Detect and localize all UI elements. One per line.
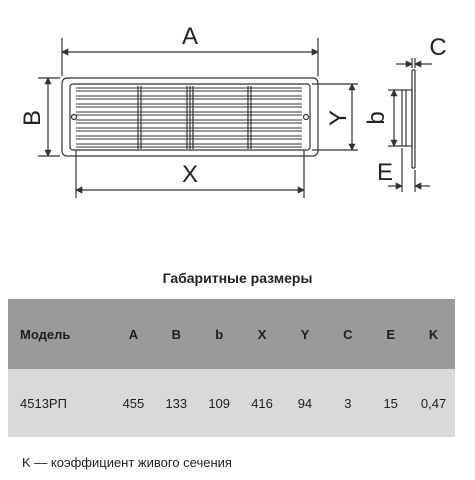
grille-outer-frame bbox=[61, 77, 319, 157]
cell-a: 455 bbox=[122, 395, 145, 411]
table-header-row: Модель A B b X Y C E K bbox=[8, 299, 455, 369]
cell-b-upper: 133 bbox=[165, 395, 188, 411]
cell-k: 0,47 bbox=[420, 395, 447, 411]
label-x: X bbox=[182, 161, 198, 188]
table-row: 4513РП 455 133 109 416 94 3 15 0,47 bbox=[8, 369, 455, 437]
screw-hole-left bbox=[70, 113, 78, 121]
label-c: C bbox=[429, 34, 446, 61]
grille-inner-frame bbox=[69, 83, 311, 151]
header-c: C bbox=[343, 326, 353, 342]
dimensions-table: Модель A B b X Y C E K 4513РП 455 133 10… bbox=[8, 299, 455, 437]
label-y: Y bbox=[325, 110, 352, 126]
header-y: Y bbox=[300, 326, 310, 342]
technical-drawing: A X B Y b C E bbox=[19, 23, 447, 198]
dimension-e bbox=[388, 148, 430, 192]
table-title: Габаритные размеры bbox=[162, 270, 313, 286]
cell-b-lower: 109 bbox=[208, 395, 231, 411]
cell-y: 94 bbox=[297, 395, 313, 411]
header-b-lower: b bbox=[215, 326, 224, 342]
dimension-b-lower bbox=[388, 89, 402, 147]
cell-e: 15 bbox=[383, 395, 398, 411]
header-k: K bbox=[428, 326, 439, 342]
cell-model: 4513РП bbox=[20, 395, 67, 411]
dimension-y bbox=[312, 83, 358, 151]
header-a: A bbox=[128, 326, 139, 342]
label-b-lower: b bbox=[363, 111, 390, 124]
dimension-a bbox=[61, 38, 319, 76]
cell-x: 416 bbox=[251, 395, 273, 411]
footnote: K — коэффициент живого сечения bbox=[22, 455, 232, 470]
header-e: E bbox=[386, 326, 396, 342]
dimension-c bbox=[396, 58, 432, 68]
label-b-upper: B bbox=[19, 110, 46, 126]
dimension-x bbox=[75, 150, 305, 198]
header-model: Модель bbox=[20, 326, 71, 342]
header-x: X bbox=[257, 326, 267, 342]
side-view bbox=[401, 69, 416, 169]
label-e: E bbox=[377, 159, 393, 186]
grille-ribs bbox=[137, 86, 252, 149]
label-a: A bbox=[182, 23, 198, 50]
dimension-b-upper bbox=[38, 77, 60, 157]
cell-c: 3 bbox=[344, 395, 352, 411]
grille-louvres bbox=[76, 87, 302, 148]
header-b-upper: B bbox=[171, 326, 181, 342]
screw-hole-right bbox=[302, 113, 310, 121]
